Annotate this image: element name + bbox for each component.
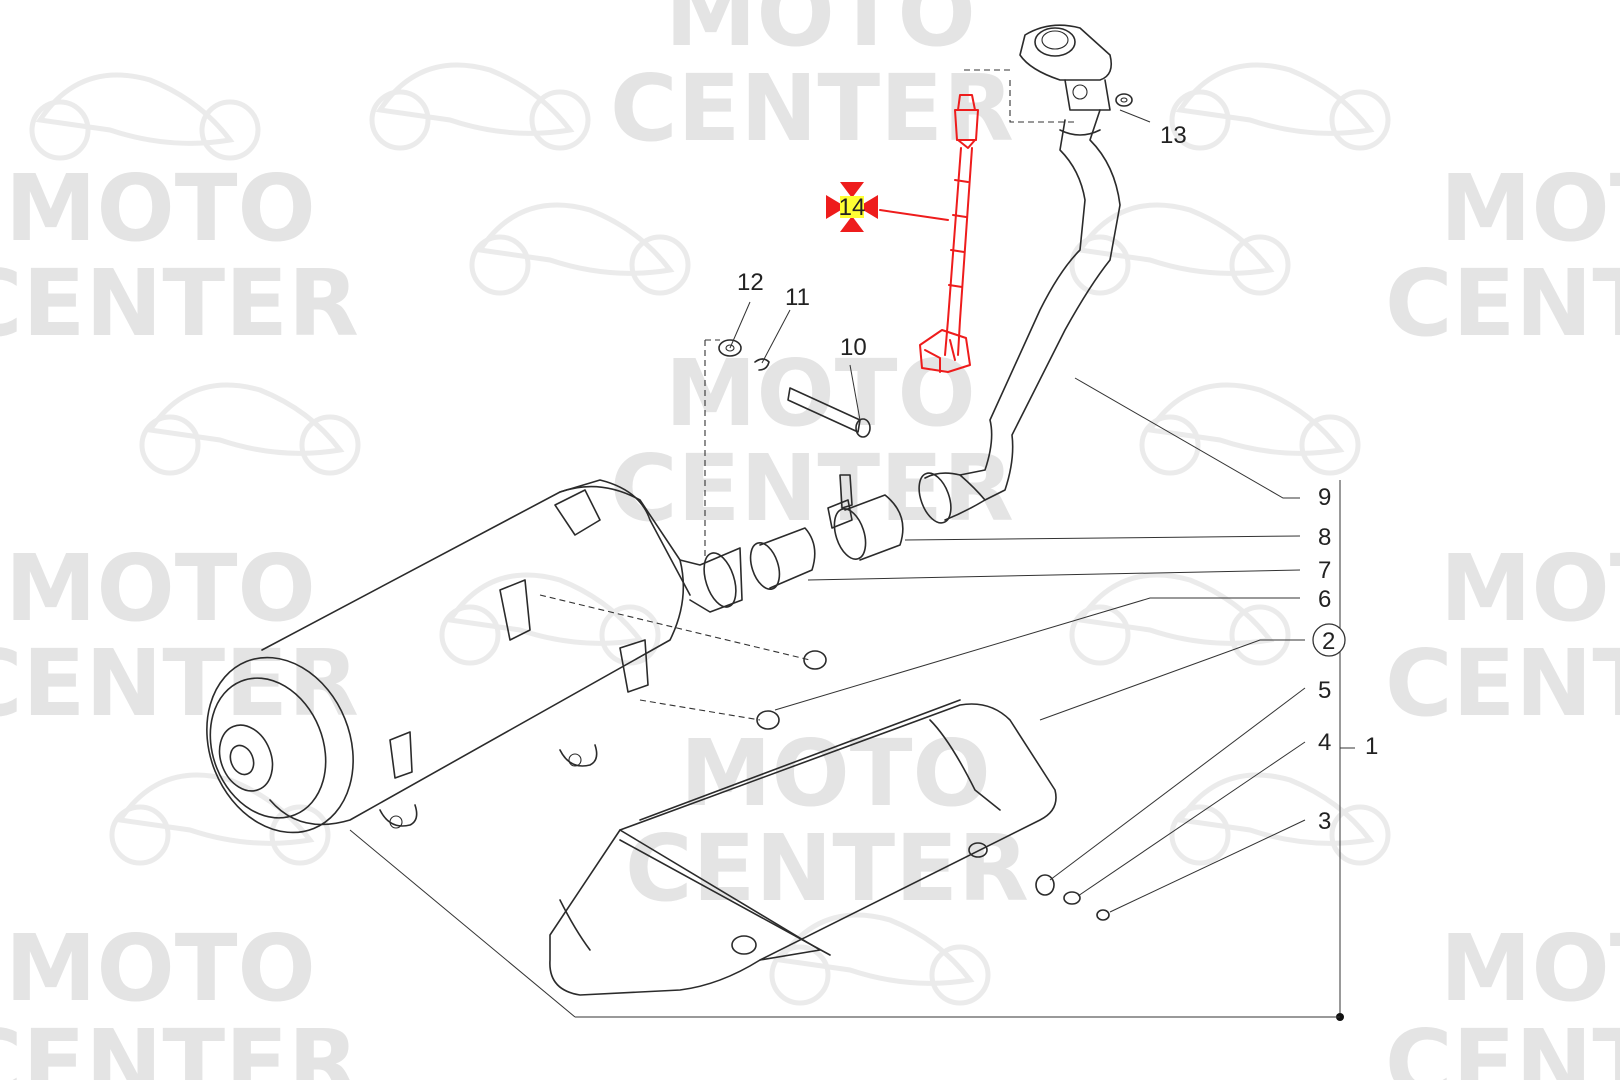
highlight-arrow-icon	[840, 182, 864, 198]
leader-lines	[349, 109, 1355, 1021]
heat-shield-part-2	[549, 699, 1057, 996]
callout-13: 13	[1160, 122, 1187, 149]
watermark-text: CENTER	[0, 1010, 359, 1080]
callout-11: 11	[785, 284, 810, 311]
callout-14-highlight	[840, 196, 864, 218]
callout-4: 4	[1318, 729, 1331, 756]
callout-14: 14	[839, 194, 866, 221]
watermark-text: MOTO	[665, 0, 976, 67]
nut-part-13	[1115, 93, 1133, 107]
watermark-text: MOTO	[5, 155, 316, 262]
callout-12: 12	[737, 269, 764, 296]
watermark-text: CENTER	[625, 815, 1029, 922]
sleeve-part-7	[749, 527, 816, 590]
fasteners-10-12	[718, 339, 871, 438]
watermark-text: CENTER	[0, 630, 359, 737]
callout-8: 8	[1318, 524, 1331, 551]
watermark-text: CENTER	[1385, 250, 1620, 357]
callout-5: 5	[1318, 677, 1331, 704]
muffler-body	[206, 479, 743, 834]
callout-9: 9	[1318, 484, 1331, 511]
highlight-arrow-icon	[858, 195, 878, 219]
damper-part-6	[756, 650, 827, 730]
watermark-text: MOTO	[680, 720, 991, 827]
watermark-text: CENTER	[610, 55, 1014, 162]
highlight-arrow-icon	[826, 195, 846, 219]
callout-2: 2	[1322, 628, 1335, 655]
callout-1: 1	[1365, 733, 1378, 760]
callout-2-ring	[1312, 623, 1346, 657]
watermark-text: MOTO	[665, 340, 976, 447]
exhaust-pipe-part-9	[918, 24, 1121, 524]
watermark-text: CENTER	[1385, 1010, 1620, 1080]
watermark-text: CENTER	[0, 250, 359, 357]
callout-10: 10	[840, 334, 867, 361]
watermark-text: MOTO	[1440, 155, 1620, 262]
watermark-text: MOTO	[1440, 915, 1620, 1022]
fasteners-3-5	[1035, 874, 1110, 921]
assembly-guide-lines	[539, 339, 811, 721]
clamp-part-8	[827, 474, 904, 561]
watermark-text: MOTO	[1440, 535, 1620, 642]
callout-6: 6	[1318, 586, 1331, 613]
callout-7: 7	[1318, 557, 1331, 584]
watermark-text: CENTER	[1385, 630, 1620, 737]
callout-3: 3	[1318, 808, 1331, 835]
highlighted-part-14[interactable]: 14	[826, 94, 979, 373]
highlight-arrow-icon	[840, 216, 864, 232]
watermark-text: CENTER	[610, 435, 1014, 542]
callout-labels: 13 12 11 10 9 8 7 6 2 5 4 1 3	[737, 122, 1378, 835]
watermark-text: MOTO	[5, 915, 316, 1022]
watermark-scooter-icon	[29, 62, 1391, 1006]
watermark-text: MOTO	[5, 535, 316, 642]
